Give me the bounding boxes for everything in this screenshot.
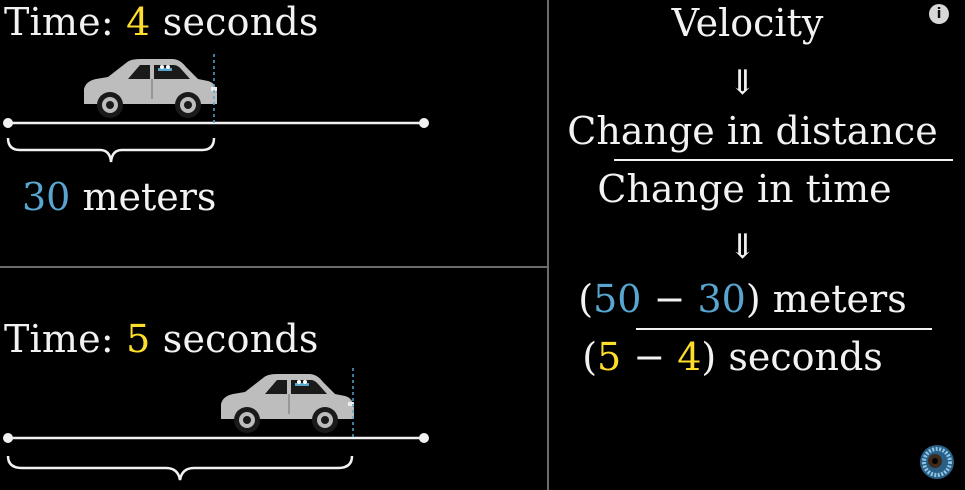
top-road-end-dot <box>419 118 429 128</box>
distance-final: 50 <box>593 277 642 321</box>
bottom-road-start-dot <box>3 433 13 443</box>
time-prefix: Time: <box>4 0 127 44</box>
formula-numerator: Change in distance <box>567 109 938 153</box>
fraction-bar <box>614 159 953 161</box>
implies-arrow-icon: ⇓ <box>728 227 757 267</box>
time-prefix: Time: <box>4 317 127 361</box>
time-final: 5 <box>597 335 622 379</box>
bottom-road-end-dot <box>419 433 429 443</box>
car-icon <box>83 58 218 119</box>
info-icon[interactable]: i <box>929 4 949 24</box>
horizontal-divider <box>0 266 547 268</box>
car-icon <box>220 373 355 434</box>
time-initial: 4 <box>677 335 702 379</box>
distance-unit: meters <box>70 175 217 219</box>
time-value: 5 <box>126 317 151 361</box>
paren-open: ( <box>578 277 594 321</box>
implies-arrow-icon: ⇓ <box>728 63 757 103</box>
distance-value: 30 <box>22 175 71 219</box>
3blue1brown-logo-icon[interactable] <box>919 444 955 480</box>
time-value: 4 <box>126 0 151 44</box>
bottom-distance-brace <box>6 455 354 481</box>
minus-sign: − <box>621 335 678 379</box>
time-unit: seconds <box>150 317 319 361</box>
fraction-bar <box>636 328 932 330</box>
distance-initial: 30 <box>697 277 746 321</box>
numerator-unit: ) meters <box>745 277 907 321</box>
formula-denominator: Change in time <box>597 167 892 211</box>
numeric-denominator: (5 − 4) seconds <box>524 338 941 376</box>
numeric-numerator: (50 − 30) meters <box>534 280 951 318</box>
paren-open: ( <box>582 335 598 379</box>
time-unit: seconds <box>150 0 319 44</box>
top-time-label: Time: 4 seconds <box>4 3 319 41</box>
minus-sign: − <box>641 277 698 321</box>
scene-graphics <box>3 54 429 481</box>
velocity-formula: Velocity ⇓ Change in distance Change in … <box>548 0 965 490</box>
bottom-time-label: Time: 5 seconds <box>4 320 319 358</box>
formula-title: Velocity <box>671 1 824 45</box>
top-distance-brace <box>6 137 216 163</box>
top-road-start-dot <box>3 118 13 128</box>
vertical-divider <box>547 0 549 490</box>
denominator-unit: ) seconds <box>701 335 883 379</box>
distance-label: 30 meters <box>22 178 216 216</box>
